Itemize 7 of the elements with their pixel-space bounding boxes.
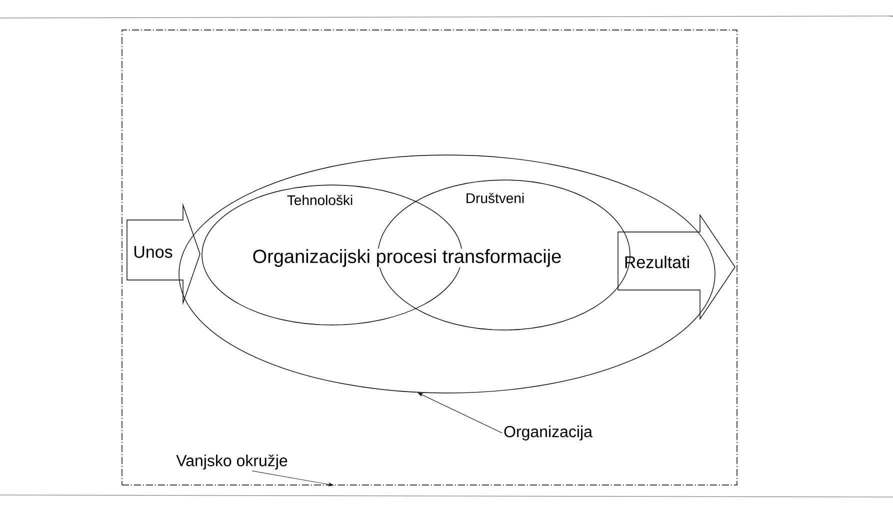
process-label: Organizacijski procesi transformacije: [252, 248, 562, 268]
leader-line: [252, 470, 334, 486]
ellipse: [178, 154, 716, 394]
leader-line: [418, 392, 502, 434]
callout-label: Vanjsko okružje: [176, 454, 288, 470]
environment-frame: [122, 30, 738, 486]
callout-label: Organizacija: [504, 426, 592, 440]
